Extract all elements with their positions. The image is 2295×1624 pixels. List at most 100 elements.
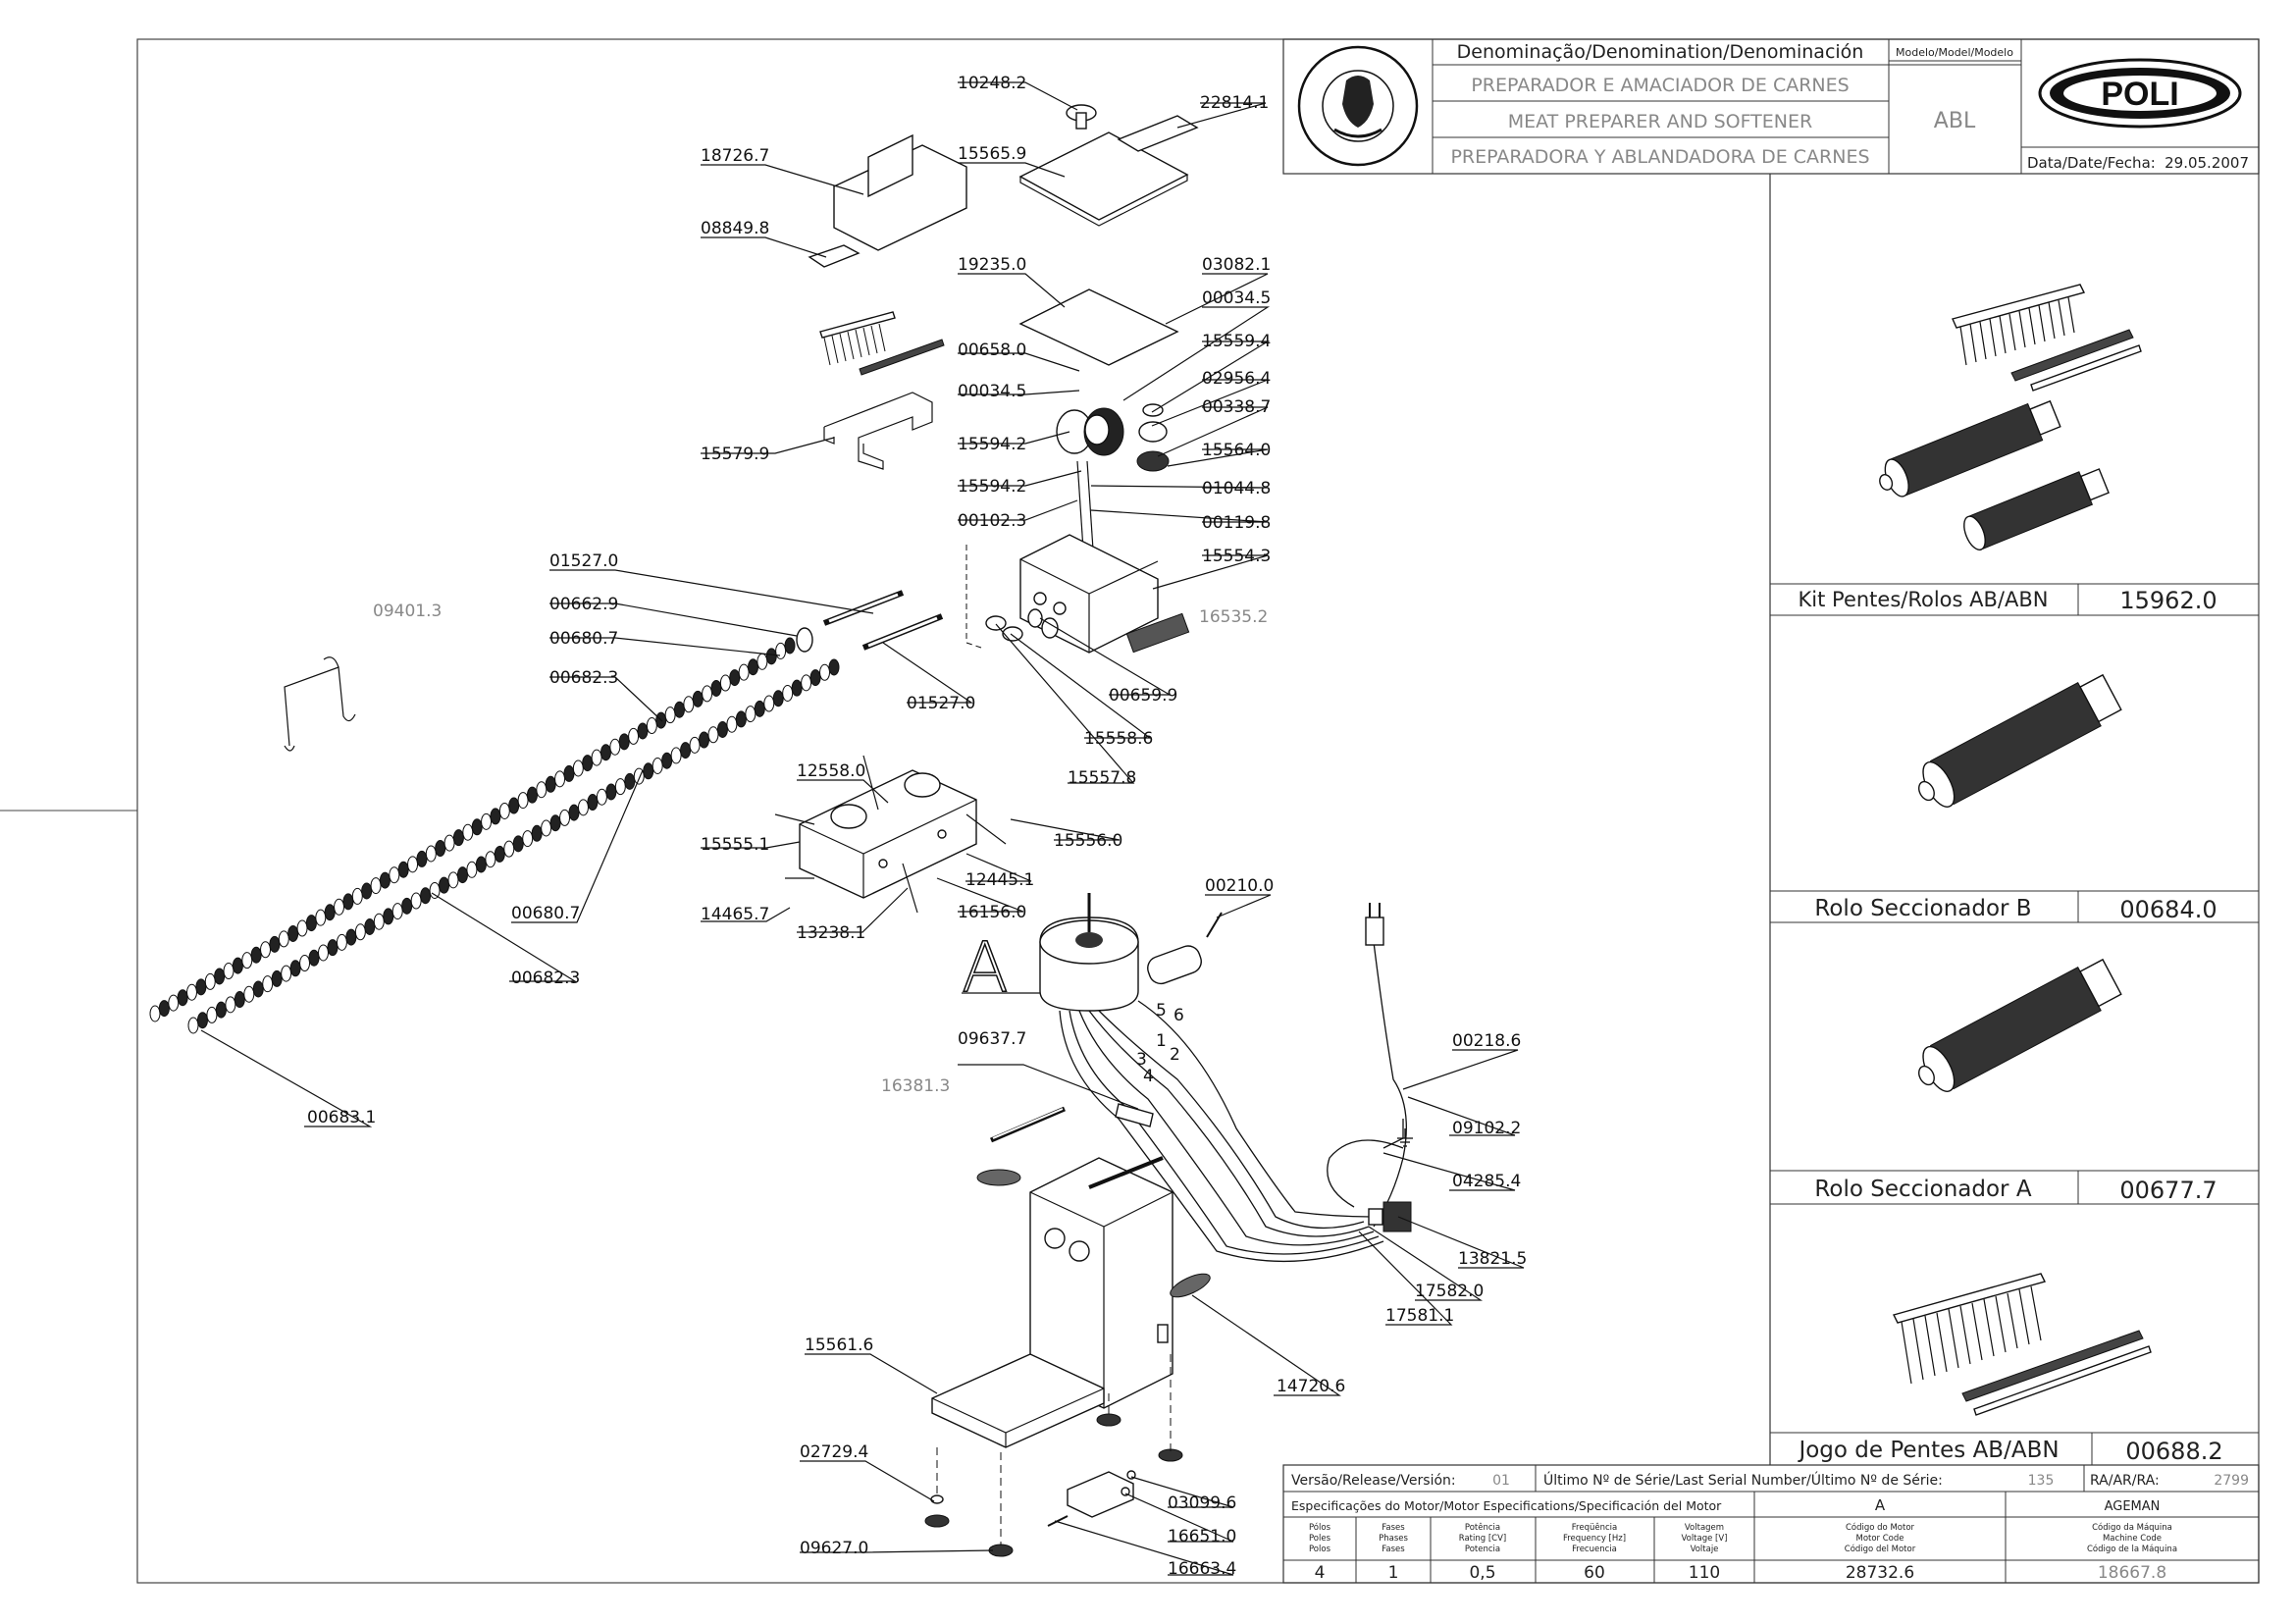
motor-spec-label: Especificações do Motor/Motor Especifica… [1291, 1498, 1722, 1513]
blade-disc [269, 935, 281, 953]
comb-set-illustration [1892, 1273, 2152, 1416]
blade-stack-upper [149, 637, 796, 1022]
blade-disc [738, 663, 750, 681]
blade-disc [299, 955, 311, 972]
drawing-border [136, 38, 2260, 1584]
part-label: 00682.3 [549, 668, 618, 688]
part-label: 16535.2 [1199, 607, 1268, 627]
blade-disc [707, 726, 719, 744]
blade-disc [443, 834, 455, 852]
part-label: 00218.6 [1452, 1031, 1521, 1051]
wire-number-2: 2 [1170, 1045, 1180, 1065]
blade-disc [508, 797, 520, 814]
motor-brand: AGEMAN [2105, 1499, 2161, 1514]
blade-disc [471, 818, 483, 836]
roller-b-illustration [1918, 673, 2122, 808]
part-label: 09401.3 [373, 602, 442, 621]
blade-disc [747, 658, 758, 676]
blade-disc [765, 648, 777, 665]
blade-disc [591, 749, 602, 766]
cabinet-shape [931, 1156, 1174, 1448]
blade-disc [327, 939, 339, 957]
blade-disc [271, 969, 283, 987]
blade-disc [305, 915, 317, 932]
blade-disc [481, 812, 493, 830]
blade-disc [545, 775, 556, 793]
part-label: 16381.3 [881, 1076, 950, 1096]
hdr-machine-code-2: Machine Code [2103, 1534, 2162, 1544]
blade-disc [568, 804, 580, 821]
hdr-motor-code-3: Código del Motor [1845, 1544, 1916, 1554]
blade-disc [498, 802, 510, 819]
val-phases: 1 [1388, 1563, 1399, 1583]
part-18726-7-shape [833, 144, 967, 251]
part-label: 02956.4 [1202, 369, 1271, 389]
hdr-machine-code-1: Código da Máquina [2092, 1522, 2172, 1533]
blade-disc [324, 904, 336, 921]
part-label: 12558.0 [797, 761, 865, 781]
blade-disc [729, 669, 741, 687]
hdr-freq-3: Frecuencia [1572, 1545, 1617, 1554]
hdr-freq-1: Freqüência [1572, 1522, 1617, 1533]
part-label: 00034.5 [1202, 288, 1271, 308]
part-label: 00119.8 [1202, 513, 1271, 533]
kits-panel: Kit Pentes/Rolos AB/ABN 15962.0 Rolo Sec… [1769, 174, 2259, 1465]
blade-disc [204, 972, 216, 990]
blade-disc [637, 722, 649, 740]
ground-symbol [1397, 1128, 1413, 1147]
machine-name-pt: PREPARADOR E AMACIADOR DE CARNES [1471, 75, 1849, 96]
blade-disc [342, 893, 354, 911]
svg-text:A: A [962, 927, 1009, 1008]
blade-disc [195, 978, 207, 996]
blade-disc [397, 861, 409, 878]
blade-disc [410, 892, 422, 910]
hdr-poles-3: Polos [1309, 1545, 1331, 1554]
kit-code-2: 00684.0 [2119, 896, 2217, 923]
blade-disc [559, 809, 571, 826]
blade-disc [726, 715, 738, 733]
blade-disc [187, 1017, 199, 1034]
part-label: 00034.5 [958, 382, 1026, 401]
motor-marker: A [961, 926, 1040, 1009]
blade-disc [234, 991, 245, 1009]
blade-disc [485, 851, 496, 868]
blade-disc [716, 720, 728, 738]
blade-disc [287, 924, 299, 942]
blade-disc [828, 658, 840, 676]
blade-disc [370, 877, 382, 895]
blade-disc [572, 760, 584, 777]
blade-disc [614, 778, 626, 796]
hdr-power-2: Rating [CV] [1459, 1534, 1507, 1544]
bottom-spec-block: Versão/Release/Versión: 01 Último Nº de … [1282, 1464, 2260, 1584]
blade-disc [772, 690, 784, 707]
part-label: 00658.0 [958, 341, 1026, 360]
blade-disc [281, 965, 292, 982]
part-label: 18726.7 [701, 146, 769, 166]
hdr-volt-2: Voltage [V] [1681, 1534, 1727, 1544]
wire-harness [1059, 941, 1407, 1263]
part-label: 09637.7 [958, 1029, 1026, 1049]
logo-text: POLI [2101, 76, 2178, 113]
part-label: 08849.8 [701, 219, 769, 238]
part-labels: 10248.2 22814.1 18726.7 15565.9 08849.8 … [307, 74, 1527, 1579]
kit-name-3: Rolo Seccionador A [1814, 1177, 2031, 1202]
blade-disc [624, 772, 636, 790]
part-label: 00659.9 [1109, 686, 1177, 706]
kit-code-1: 15962.0 [2119, 587, 2217, 614]
hdr-phases-1: Fases [1382, 1523, 1405, 1533]
kit-name-4: Jogo de Pentes AB/ABN [1797, 1438, 2059, 1463]
blade-disc [196, 1012, 208, 1029]
blade-disc [262, 975, 274, 993]
blade-disc [503, 840, 515, 858]
part-label: 15554.3 [1202, 547, 1271, 566]
part-label: 17581.1 [1385, 1306, 1454, 1326]
part-label: 00338.7 [1202, 397, 1271, 417]
blade-disc [345, 928, 357, 946]
part-label: 00662.9 [549, 595, 618, 614]
blade-disc [206, 1006, 218, 1023]
blade-disc [336, 933, 347, 951]
version-value: 01 [1492, 1473, 1510, 1489]
part-label: 15564.0 [1202, 441, 1271, 460]
date-label: Data/Date/Fecha: [2027, 154, 2156, 172]
